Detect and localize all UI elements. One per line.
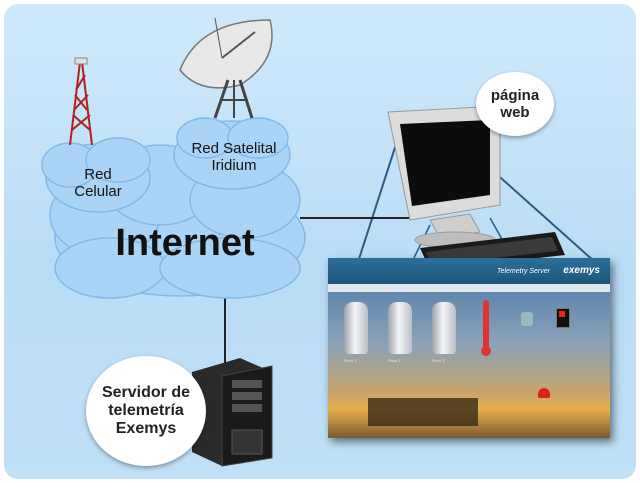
industrial-silhouette <box>368 398 478 426</box>
servidor-bubble: Servidor de telemetría Exemys <box>86 356 206 466</box>
screen-header: Telemetry Server exemys <box>328 258 610 284</box>
link-line-right <box>491 169 596 263</box>
thermometer-icon <box>483 300 489 350</box>
pagina-web-bubble: página web <box>476 72 554 136</box>
link-line-left <box>357 131 401 263</box>
screen-body: Pozo 1 Pozo 2 Pozo 3 <box>328 292 610 438</box>
red-satelital-label: Red Satelital Iridium <box>191 140 277 175</box>
red-satelital-cloud <box>173 117 291 190</box>
web-page-screenshot: Telemetry Server exemys Pozo 1 Pozo 2 Po… <box>328 258 610 438</box>
monitor-icon <box>387 105 501 249</box>
pagina-web-label: página web <box>490 87 540 121</box>
tank-2-label: Pozo 2 <box>388 358 401 363</box>
tank-3-label: Pozo 3 <box>432 358 445 363</box>
thermometer-bulb <box>481 346 491 356</box>
tank-1 <box>344 302 368 354</box>
alarm-light-icon <box>538 388 550 398</box>
server-icon <box>192 358 273 467</box>
screen-menu-bar <box>328 284 610 292</box>
servidor-label: Servidor de telemetría Exemys <box>101 384 191 437</box>
screen-title: Telemetry Server <box>496 268 550 275</box>
red-celular-label: Red Celular <box>74 166 122 201</box>
internet-label: Internet <box>115 222 255 264</box>
tank-3 <box>432 302 456 354</box>
cell-tower-icon <box>69 57 93 146</box>
screen-brand-logo: exemys <box>563 265 600 276</box>
red-celular-cloud <box>41 137 151 213</box>
tank-2 <box>388 302 412 354</box>
valve-icon <box>521 312 533 326</box>
tank-1-label: Pozo 1 <box>344 358 357 363</box>
satellite-dish-icon <box>179 17 273 119</box>
switch-red-indicator <box>559 311 565 317</box>
